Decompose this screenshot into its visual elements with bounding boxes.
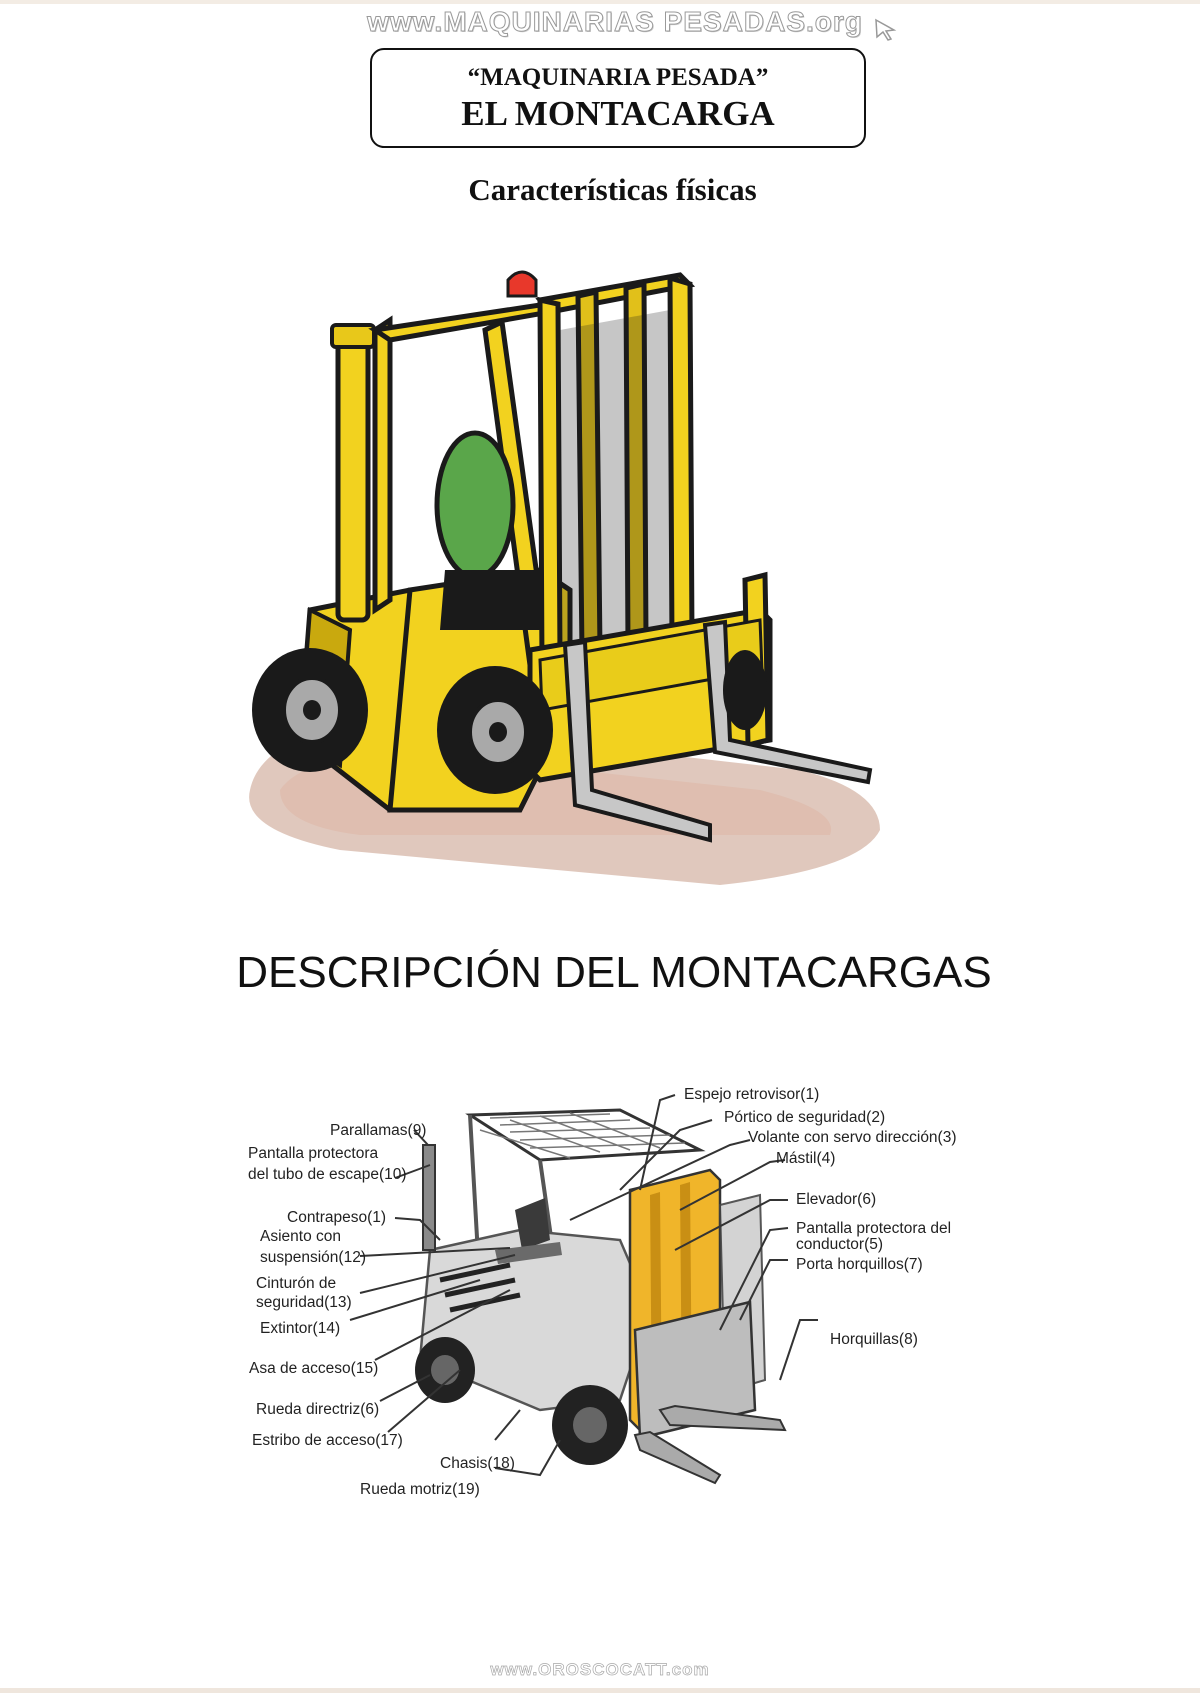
callout-portico-seguridad: Pórtico de seguridad(2) bbox=[724, 1109, 886, 1126]
callout-estribo-acceso: Estribo de acceso(17) bbox=[252, 1432, 403, 1449]
cursor-arrow-icon bbox=[875, 18, 897, 41]
callout-horquillas: Horquillas(8) bbox=[830, 1331, 918, 1348]
callout-pantalla-escape-line2: del tubo de escape(10) bbox=[248, 1166, 407, 1183]
callout-asa-acceso: Asa de acceso(15) bbox=[249, 1360, 379, 1377]
forklift-parts-diagram bbox=[349, 1094, 818, 1485]
callout-espejo-retrovisor: Espejo retrovisor(1) bbox=[684, 1086, 820, 1103]
callout-asiento-line2: suspensión(12) bbox=[260, 1249, 366, 1266]
title-kicker: “MAQUINARIA PESADA” bbox=[467, 64, 769, 91]
callout-contrapeso: Contrapeso(1) bbox=[287, 1209, 387, 1226]
callout-pantalla-conductor-line1: Pantalla protectora del bbox=[796, 1220, 952, 1237]
watermark-top: www.MAQUINARIAS PESADAS.org bbox=[367, 6, 863, 38]
callout-extintor: Extintor(14) bbox=[260, 1320, 341, 1337]
page-title: EL MONTACARGA bbox=[461, 94, 775, 133]
callout-porta-horquillos: Porta horquillos(7) bbox=[796, 1256, 923, 1273]
callout-chasis: Chasis(18) bbox=[440, 1455, 515, 1472]
callout-volante: Volante con servo dirección(3) bbox=[748, 1129, 957, 1146]
page-edge-top bbox=[0, 0, 1200, 4]
callout-mastil: Mástil(4) bbox=[776, 1150, 836, 1167]
forklift-illustration bbox=[249, 270, 880, 885]
title-box: “MAQUINARIA PESADA” EL MONTACARGA bbox=[370, 48, 866, 148]
callout-pantalla-escape-line1: Pantalla protectora bbox=[248, 1145, 379, 1162]
page-edge-bottom bbox=[0, 1688, 1200, 1693]
callout-cinturon-line1: Cinturón de bbox=[256, 1275, 337, 1292]
callout-pantalla-conductor-line2: conductor(5) bbox=[796, 1236, 884, 1253]
watermark-bottom: www.OROSCOCATT.com bbox=[490, 1660, 710, 1680]
callout-rueda-motriz: Rueda motriz(19) bbox=[360, 1481, 480, 1498]
section-heading: DESCRIPCIÓN DEL MONTACARGAS bbox=[236, 948, 992, 997]
callout-rueda-directriz: Rueda directriz(6) bbox=[256, 1401, 380, 1418]
subtitle: Características físicas bbox=[468, 172, 757, 207]
callout-cinturon-line2: seguridad(13) bbox=[256, 1294, 352, 1311]
callout-parallamas: Parallamas(9) bbox=[330, 1122, 427, 1139]
callout-elevador: Elevador(6) bbox=[796, 1191, 877, 1208]
callout-asiento-line1: Asiento con bbox=[260, 1228, 341, 1245]
